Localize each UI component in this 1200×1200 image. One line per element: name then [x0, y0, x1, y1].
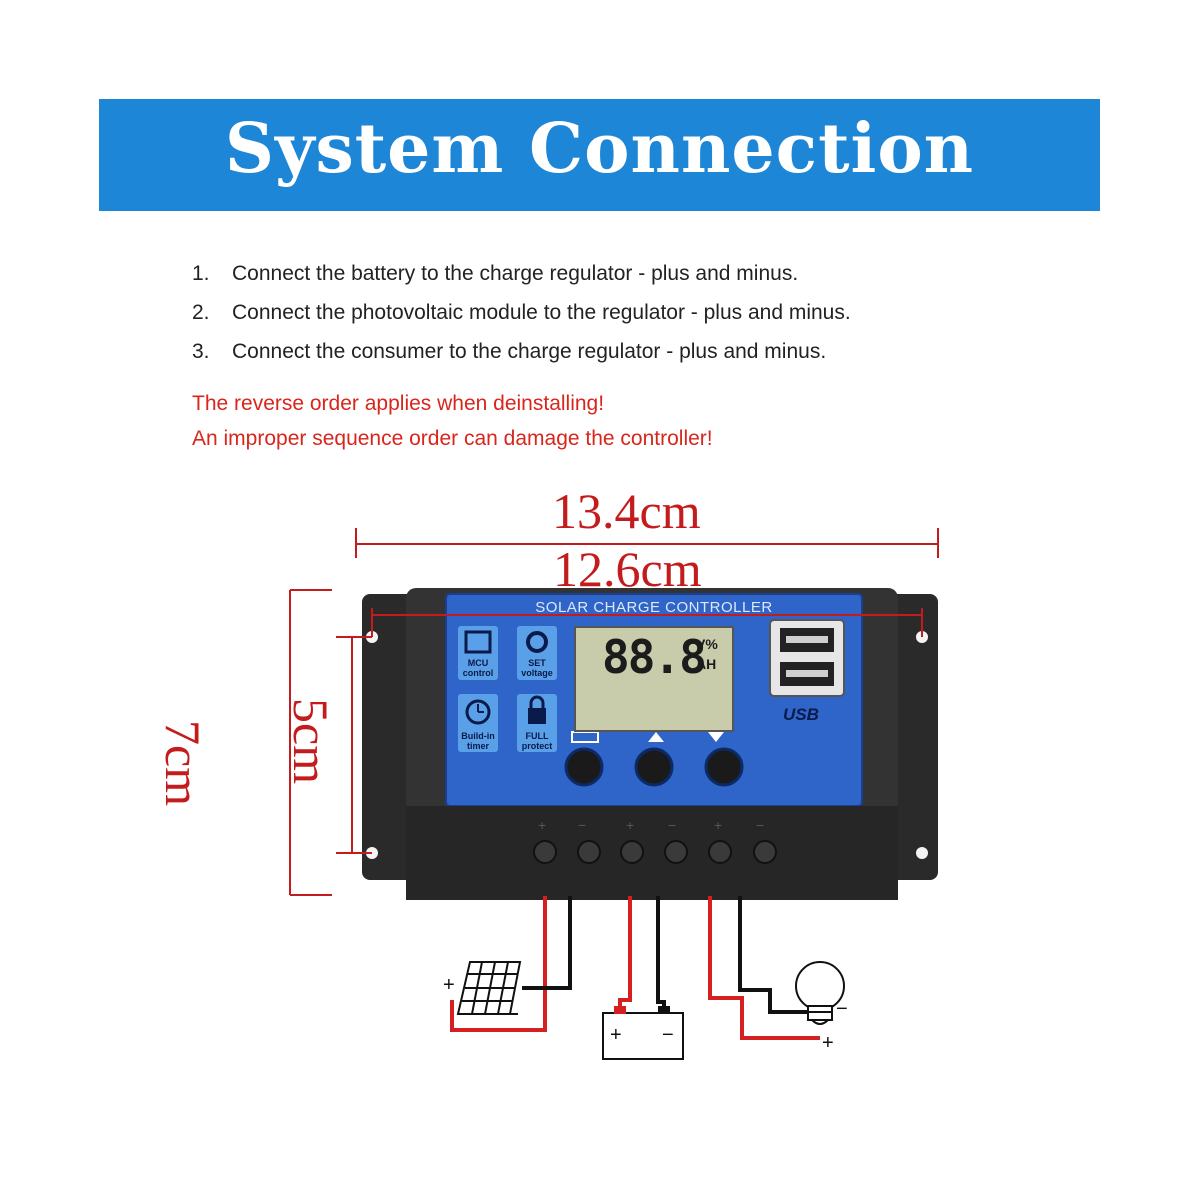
- step-text: Connect the consumer to the charge regul…: [232, 340, 827, 363]
- step-item: 3. Connect the consumer to the charge reg…: [192, 340, 851, 379]
- step-text: Connect the photovoltaic module to the r…: [232, 301, 851, 324]
- lcd-value: 88.8: [602, 630, 707, 684]
- solar-panel-icon: [456, 961, 522, 1015]
- outer-height-dimension-line: [289, 589, 332, 896]
- outer-height-label: 7cm: [155, 720, 211, 807]
- warning-text: The reverse order applies when deinstall…: [192, 392, 605, 415]
- controller-label: SOLAR CHARGE CONTROLLER: [535, 599, 773, 616]
- step-number: 3.: [192, 340, 210, 363]
- terminal-markings: + − + − + −: [538, 817, 764, 833]
- lcd-unit-top: V%: [696, 636, 718, 652]
- svg-text:+: +: [626, 817, 634, 833]
- inner-height-label: 5cm: [283, 698, 339, 785]
- load-minus-mark: −: [836, 998, 848, 1020]
- step-item: 2. Connect the photovoltaic module to the…: [192, 301, 851, 340]
- inner-width-dimension-line: [371, 608, 923, 637]
- svg-text:−: −: [756, 817, 764, 833]
- battery-icon: [602, 1006, 684, 1060]
- outer-width-label: 13.4cm: [552, 483, 701, 539]
- inner-height-dimension-line: [336, 636, 372, 854]
- usb-label: USB: [783, 705, 819, 724]
- up-button: [634, 747, 674, 787]
- inner-width-label: 12.6cm: [553, 541, 702, 597]
- page-title: System Connection: [224, 109, 975, 189]
- lcd-display: 88.8 V% AH: [574, 626, 734, 732]
- load-plus-mark: +: [822, 1032, 834, 1054]
- terminal-screws: [533, 840, 777, 864]
- connection-steps: 1. Connect the battery to the charge regu…: [192, 262, 851, 379]
- step-text: Connect the battery to the charge regula…: [232, 262, 799, 285]
- step-number: 2.: [192, 301, 210, 324]
- down-button: [704, 747, 744, 787]
- down-icon: [708, 732, 724, 742]
- step-number: 1.: [192, 262, 210, 285]
- warning-text: An improper sequence order can damage th…: [192, 427, 713, 450]
- battery-minus-mark: −: [662, 1024, 674, 1046]
- svg-text:−: −: [578, 817, 586, 833]
- svg-text:+: +: [714, 817, 722, 833]
- mount-hole: [916, 847, 928, 859]
- mode-button: [564, 747, 604, 787]
- svg-text:+: +: [538, 817, 546, 833]
- battery-plus-mark: +: [610, 1024, 622, 1046]
- up-icon: [648, 732, 664, 742]
- lcd-unit-bottom: AH: [696, 656, 717, 672]
- step-item: 1. Connect the battery to the charge regu…: [192, 262, 851, 301]
- terminal-strip: [406, 806, 898, 900]
- mode-icon: [571, 731, 599, 743]
- solar-plus-mark: +: [443, 974, 455, 996]
- svg-text:−: −: [668, 817, 676, 833]
- light-bulb-icon: [795, 961, 845, 1025]
- title-banner: System Connection: [99, 99, 1100, 211]
- outer-width-dimension-line: [355, 528, 939, 558]
